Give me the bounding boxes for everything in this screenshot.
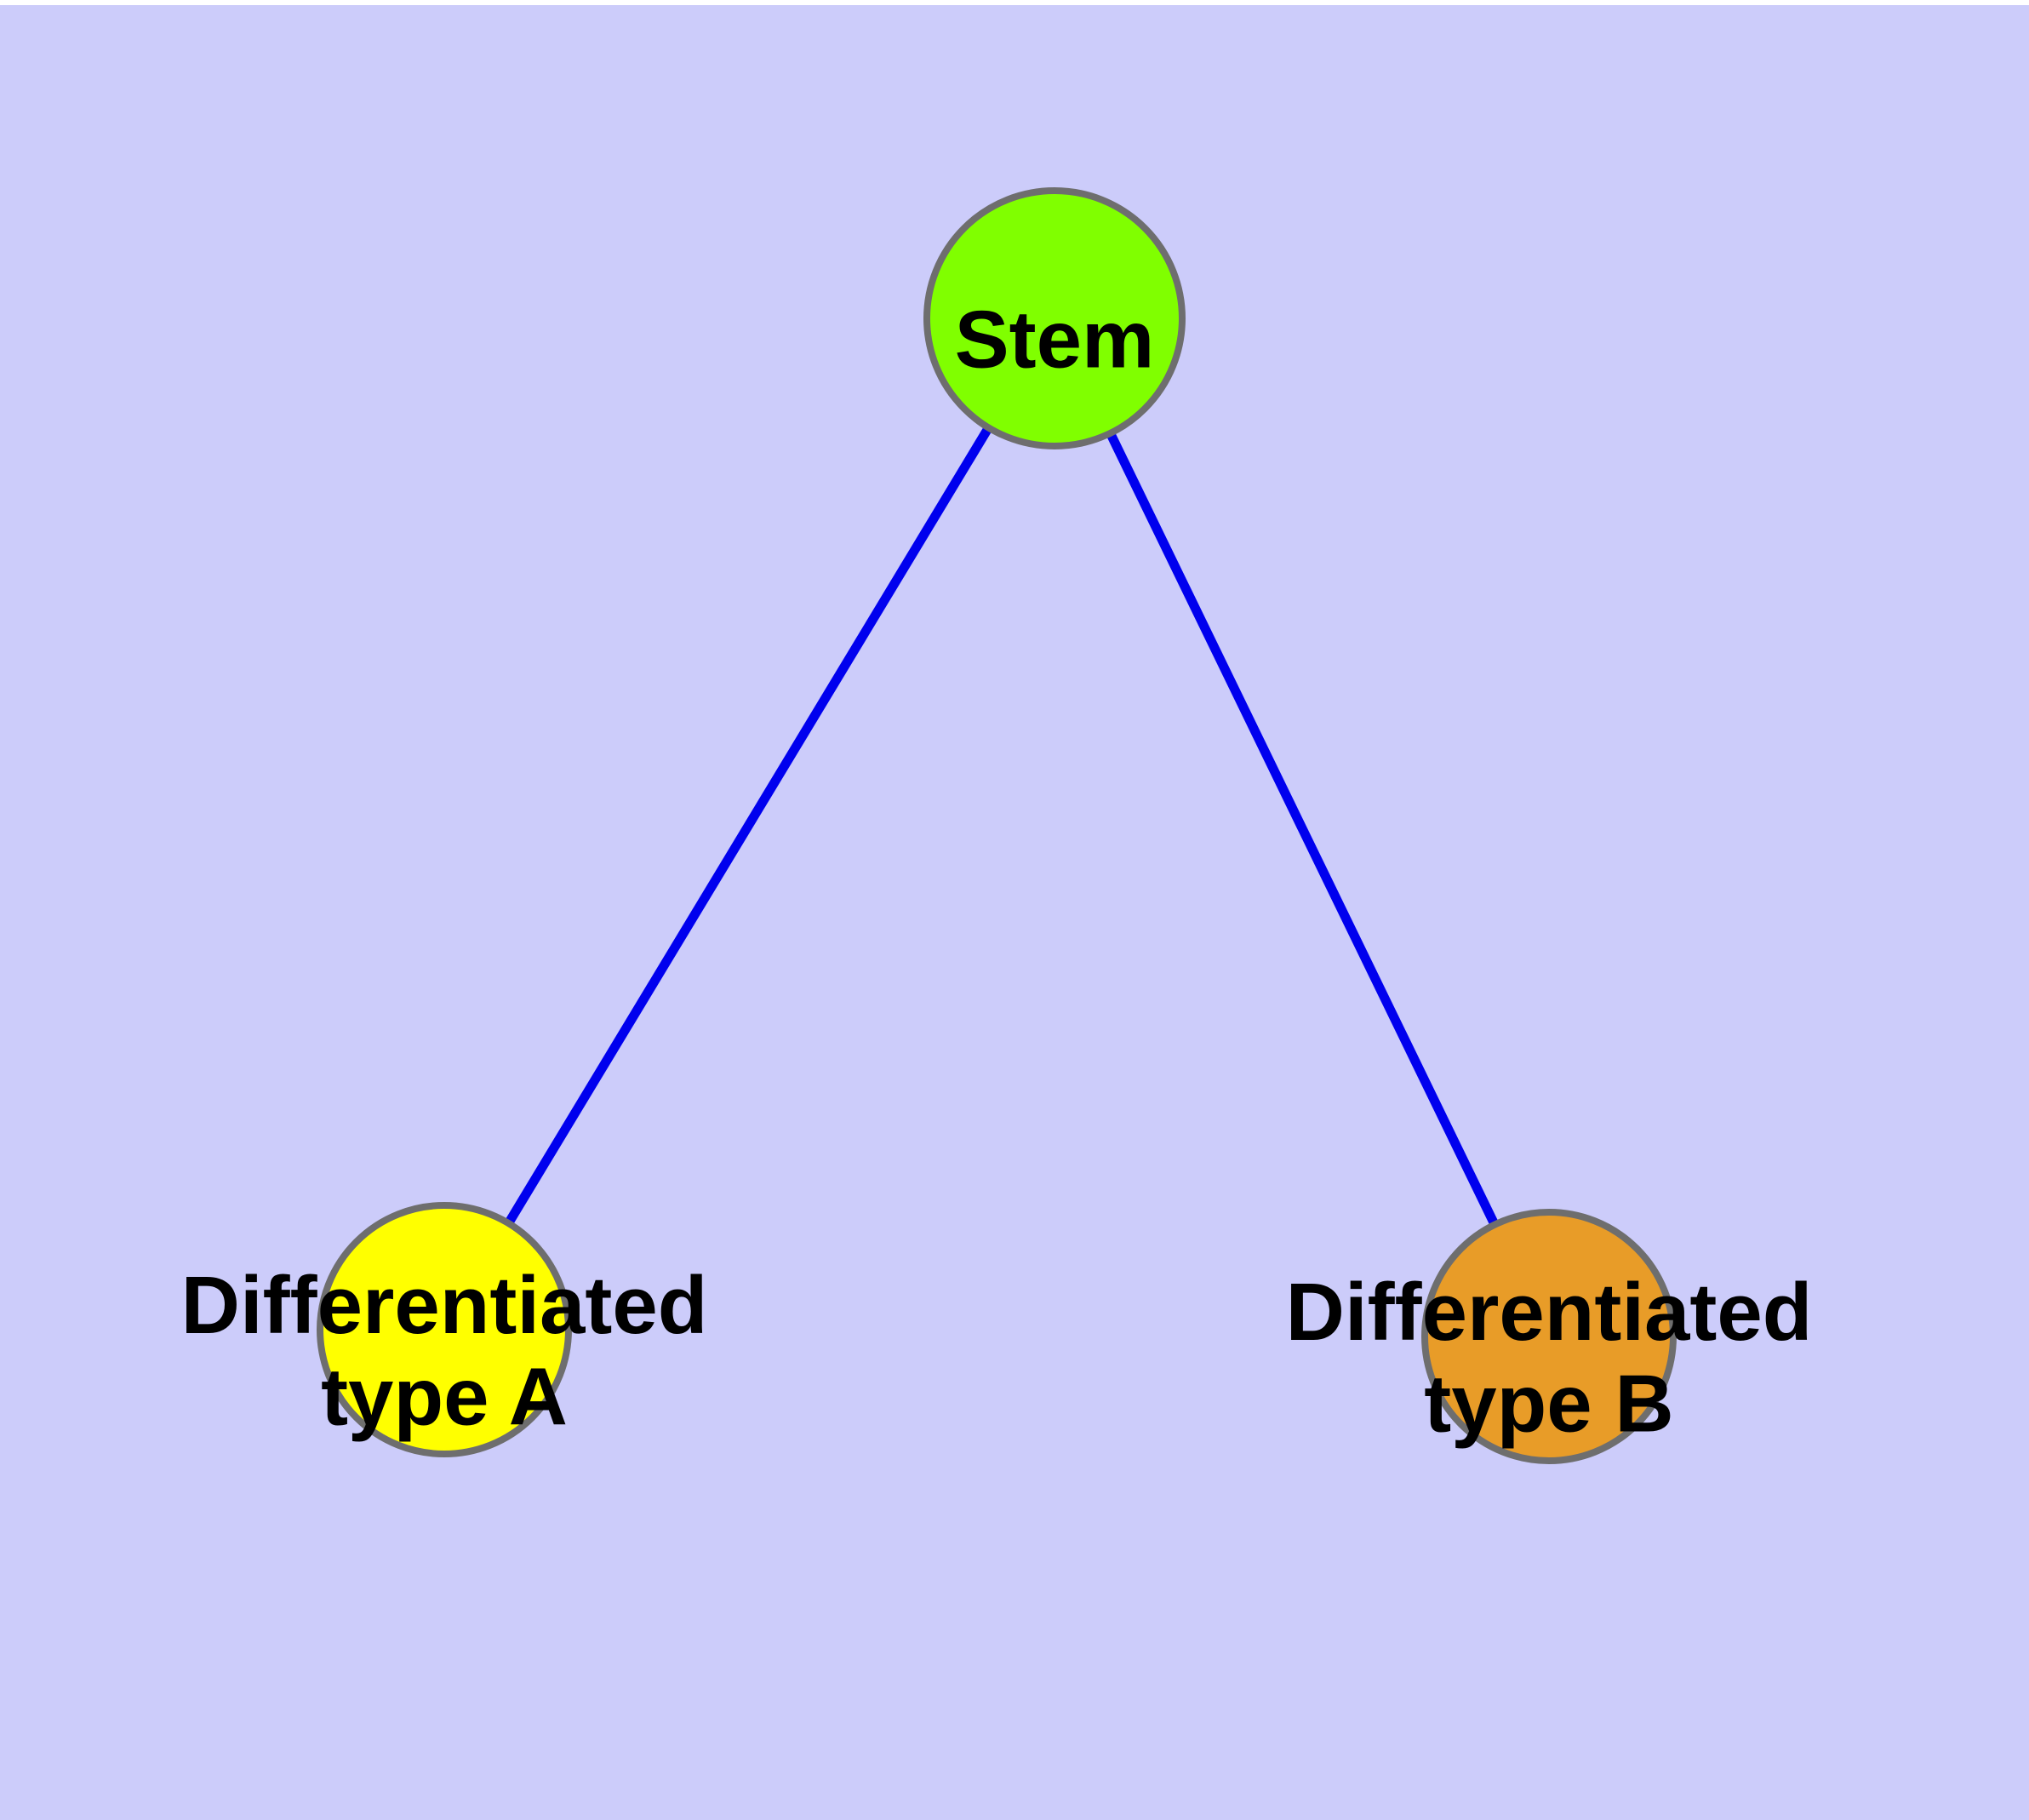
canvas-top-margin: [0, 0, 2029, 5]
edges-layer: [440, 316, 1553, 1339]
node-circle-diffB[interactable]: [1421, 1209, 1677, 1464]
node-label-line: type A: [321, 1352, 568, 1443]
node-label-line: type B: [1424, 1359, 1673, 1450]
node-circle-diffA[interactable]: [317, 1202, 572, 1457]
node-label-stem: Stem: [955, 295, 1155, 386]
node-circle-stem[interactable]: [923, 187, 1186, 449]
node-label-line: Stem: [955, 295, 1155, 386]
node-label-line: Differentiated: [181, 1260, 708, 1351]
node-stem[interactable]: Stem: [923, 187, 1186, 449]
edge-stem-diffB[interactable]: [1050, 316, 1553, 1339]
edge-stem-diffA[interactable]: [440, 316, 1059, 1332]
node-label-line: Differentiated: [1286, 1267, 1813, 1358]
